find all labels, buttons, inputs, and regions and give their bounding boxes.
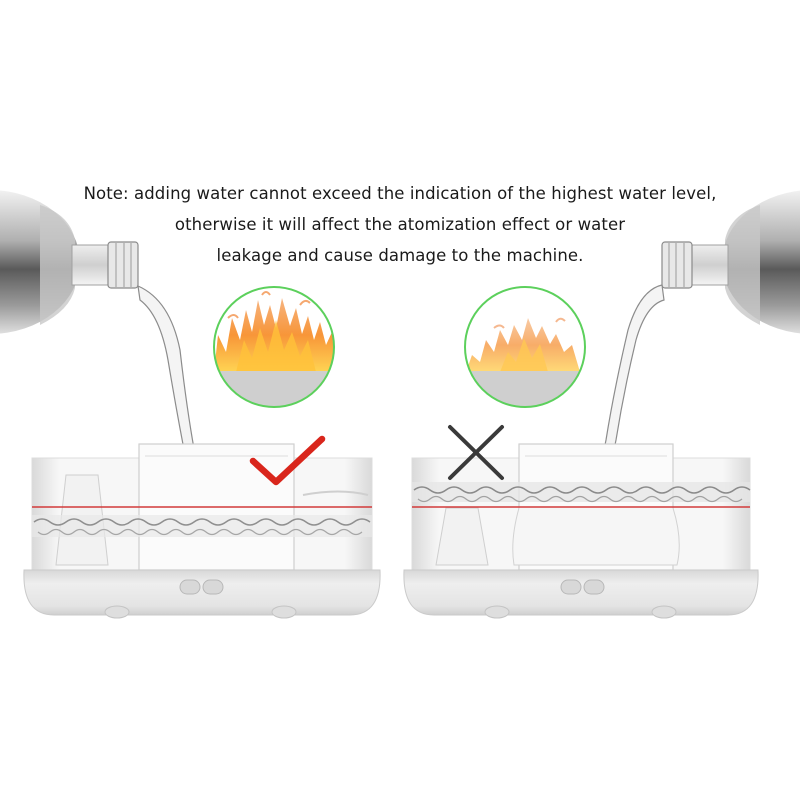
note-line-2: otherwise it will affect the atomization… <box>174 215 626 234</box>
correct-fill-humidifier <box>23 443 381 619</box>
note-line-3: leakage and cause damage to the machine. <box>216 246 584 265</box>
checkmark-icon <box>249 435 326 486</box>
right-bottle-illustration <box>661 190 800 334</box>
weak-flame-preview <box>464 286 586 408</box>
overfilled-humidifier <box>403 443 759 619</box>
left-bottle-illustration <box>0 190 139 334</box>
note-line-1: Note: adding water cannot exceed the ind… <box>83 184 717 203</box>
cross-icon <box>448 425 504 480</box>
water-level-note: Note: adding water cannot exceed the ind… <box>0 178 800 271</box>
full-flame-preview <box>213 286 335 408</box>
